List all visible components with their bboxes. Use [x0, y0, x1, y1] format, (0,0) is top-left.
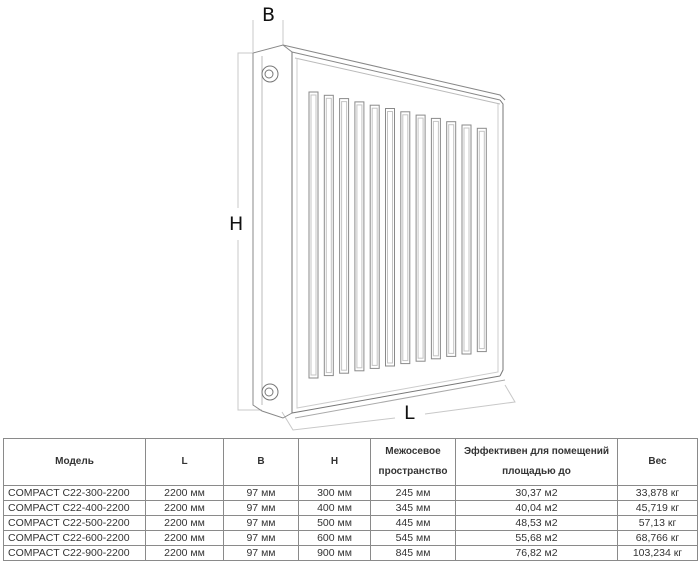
cell-length: 2200 мм [145, 530, 224, 546]
cell-effective-area: 48,53 м2 [455, 515, 618, 531]
depth-label-b: B [262, 4, 276, 26]
cell-height: 600 мм [298, 530, 371, 546]
cell-model: COMPACT C22-500-2200 [3, 515, 146, 531]
cell-model: COMPACT C22-300-2200 [3, 485, 146, 501]
cell-effective-area: 40,04 м2 [455, 500, 618, 516]
header-line: Эффективен для помещений [463, 446, 610, 457]
header-length: L [145, 438, 224, 486]
header-height: H [298, 438, 371, 486]
cell-depth: 97 мм [223, 515, 299, 531]
cell-height: 400 мм [298, 500, 371, 516]
header-line: пространство [378, 466, 448, 477]
header-weight: Вес [617, 438, 698, 486]
cell-effective-area: 55,68 м2 [455, 530, 618, 546]
cell-center-distance: 545 мм [370, 530, 456, 546]
cell-height: 300 мм [298, 485, 371, 501]
cell-length: 2200 мм [145, 515, 224, 531]
header-center-distance: Межосевое пространство [370, 438, 456, 486]
header-effective-area: Эффективен для помещений площадью до [455, 438, 618, 486]
cell-effective-area: 76,82 м2 [455, 545, 618, 561]
cell-weight: 57,13 кг [617, 515, 698, 531]
cell-effective-area: 30,37 м2 [455, 485, 618, 501]
cell-model: COMPACT C22-600-2200 [3, 530, 146, 546]
cell-weight: 33,878 кг [617, 485, 698, 501]
height-label-h: H [229, 213, 244, 235]
header-model: Модель [3, 438, 146, 486]
cell-weight: 45,719 кг [617, 500, 698, 516]
table-header-row: Модель L B H Межосевое пространство Эффе… [3, 438, 698, 486]
cell-length: 2200 мм [145, 500, 224, 516]
cell-model: COMPACT C22-400-2200 [3, 500, 146, 516]
cell-weight: 103,234 кг [617, 545, 698, 561]
header-line: Межосевое [385, 446, 441, 457]
specifications-table: Модель L B H Межосевое пространство Эффе… [3, 438, 698, 561]
header-depth: B [223, 438, 299, 486]
cell-center-distance: 245 мм [370, 485, 456, 501]
length-label-l: L [404, 402, 415, 424]
cell-depth: 97 мм [223, 545, 299, 561]
cell-height: 900 мм [298, 545, 371, 561]
cell-height: 500 мм [298, 515, 371, 531]
cell-center-distance: 845 мм [370, 545, 456, 561]
cell-center-distance: 445 мм [370, 515, 456, 531]
cell-length: 2200 мм [145, 545, 224, 561]
cell-center-distance: 345 мм [370, 500, 456, 516]
cell-model: COMPACT C22-900-2200 [3, 545, 146, 561]
convector-slots [308, 91, 487, 379]
header-line: площадью до [502, 466, 571, 477]
cell-depth: 97 мм [223, 530, 299, 546]
cell-depth: 97 мм [223, 500, 299, 516]
radiator-diagram: B H L [229, 4, 516, 431]
radiator-drawing [237, 20, 516, 431]
cell-length: 2200 мм [145, 485, 224, 501]
cell-weight: 68,766 кг [617, 530, 698, 546]
cell-depth: 97 мм [223, 485, 299, 501]
